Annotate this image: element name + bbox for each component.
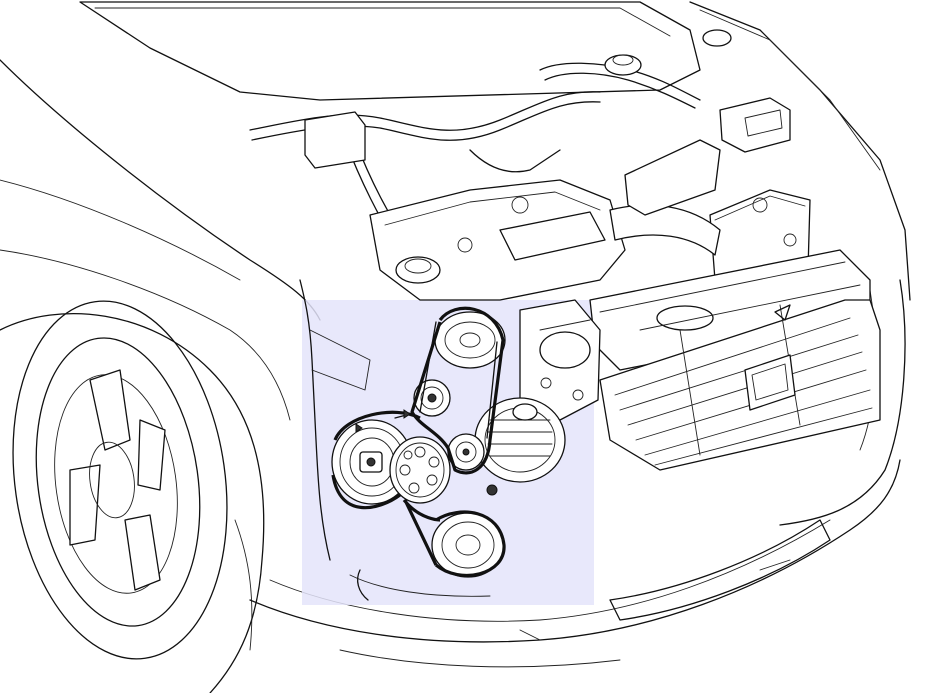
engine-compartment xyxy=(249,29,871,371)
alternator xyxy=(474,397,566,496)
bumper-details xyxy=(299,279,791,641)
accessory-belt-assembly xyxy=(331,299,601,578)
water-pump-pulley xyxy=(389,436,451,504)
front-wheel xyxy=(12,300,228,660)
power-steering-pulley xyxy=(434,311,506,369)
serpentine-belt xyxy=(331,306,506,577)
front-grille xyxy=(599,299,881,471)
idler-pulley xyxy=(413,379,451,417)
